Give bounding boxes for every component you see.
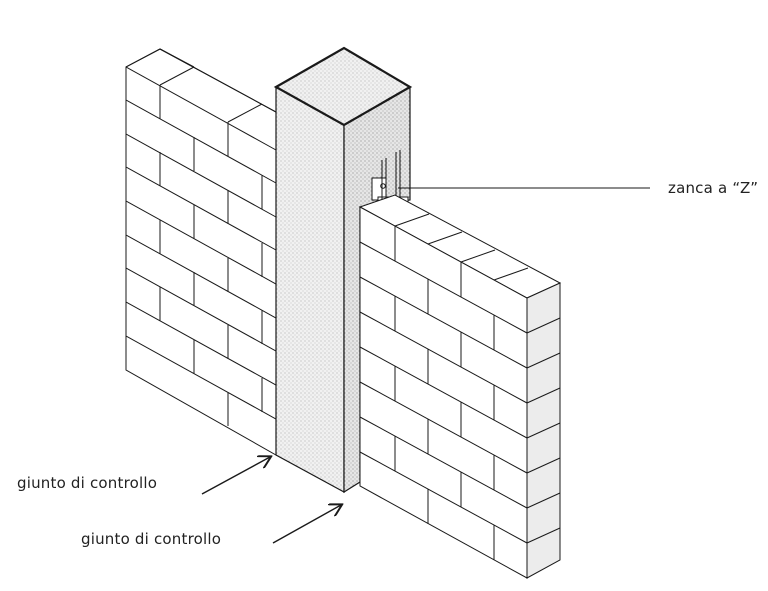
control-joint-label-2: giunto di controllo <box>81 530 222 548</box>
left-masonry-wall <box>125 48 277 456</box>
left-wall-joints <box>159 85 263 426</box>
concrete-column <box>273 46 413 494</box>
right-wall-end-courses <box>526 317 561 544</box>
left-wall-face <box>125 48 277 456</box>
column-left-face <box>275 85 345 494</box>
column-top-face <box>273 46 413 127</box>
left-wall-courses <box>125 48 277 420</box>
control-joint-label-1: giunto di controllo <box>17 474 158 492</box>
zanca-label: zanca a “Z” <box>668 179 759 197</box>
control-joint-arrow-1 <box>201 457 270 495</box>
right-wall-courses <box>359 241 528 544</box>
control-joint-arrow-2 <box>272 505 341 544</box>
right-masonry-wall <box>358 194 562 579</box>
right-wall-top-joints <box>394 213 529 281</box>
right-wall-joints <box>394 226 495 560</box>
